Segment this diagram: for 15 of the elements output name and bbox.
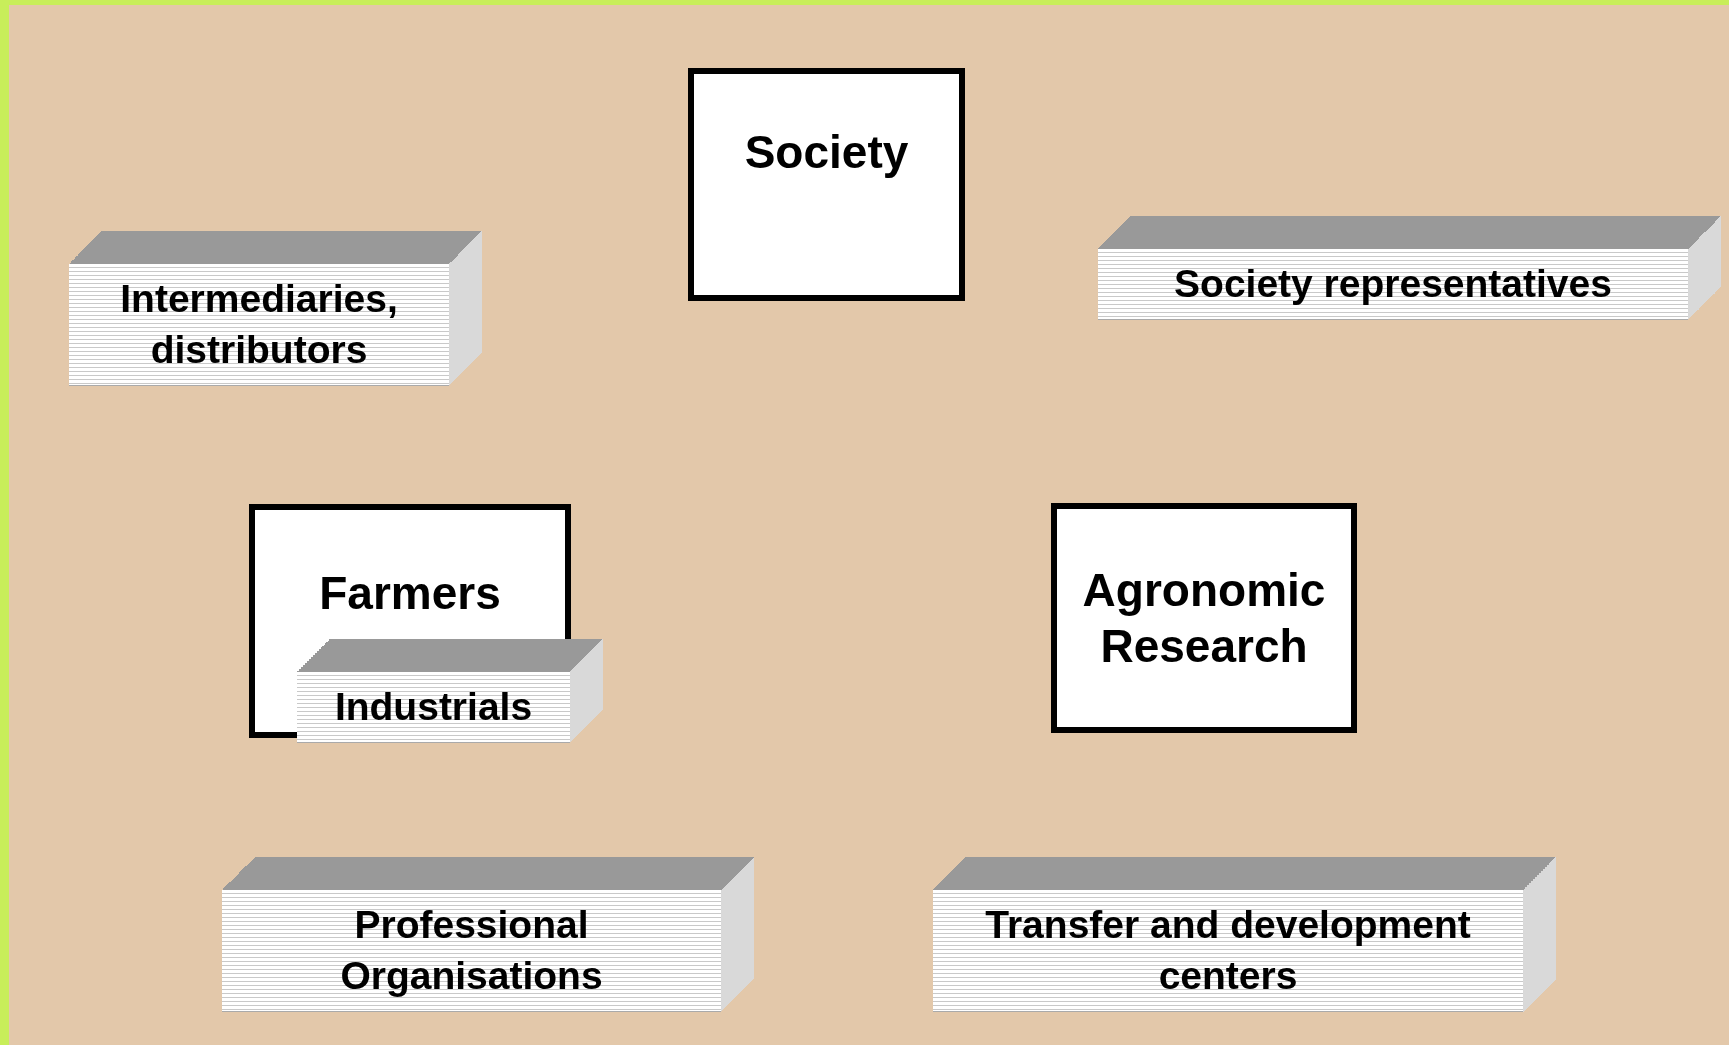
block-box	[297, 639, 603, 743]
node-label: Industrials	[334, 683, 533, 730]
block-box	[1098, 216, 1721, 320]
text-box	[1051, 503, 1357, 733]
node-label: Farmers	[319, 566, 501, 621]
node-label: Society	[744, 125, 909, 180]
block-box	[933, 857, 1556, 1012]
block-box	[69, 231, 482, 386]
node-label: Society representatives	[1174, 260, 1612, 307]
node-label: Agronomic Research	[1081, 562, 1327, 674]
block-box	[222, 857, 754, 1012]
node-label: Transfer and development centers	[984, 901, 1472, 999]
text-box	[688, 68, 965, 301]
node-label: Intermediaries, distributors	[119, 275, 399, 373]
node-label: Professional Organisations	[339, 901, 604, 999]
